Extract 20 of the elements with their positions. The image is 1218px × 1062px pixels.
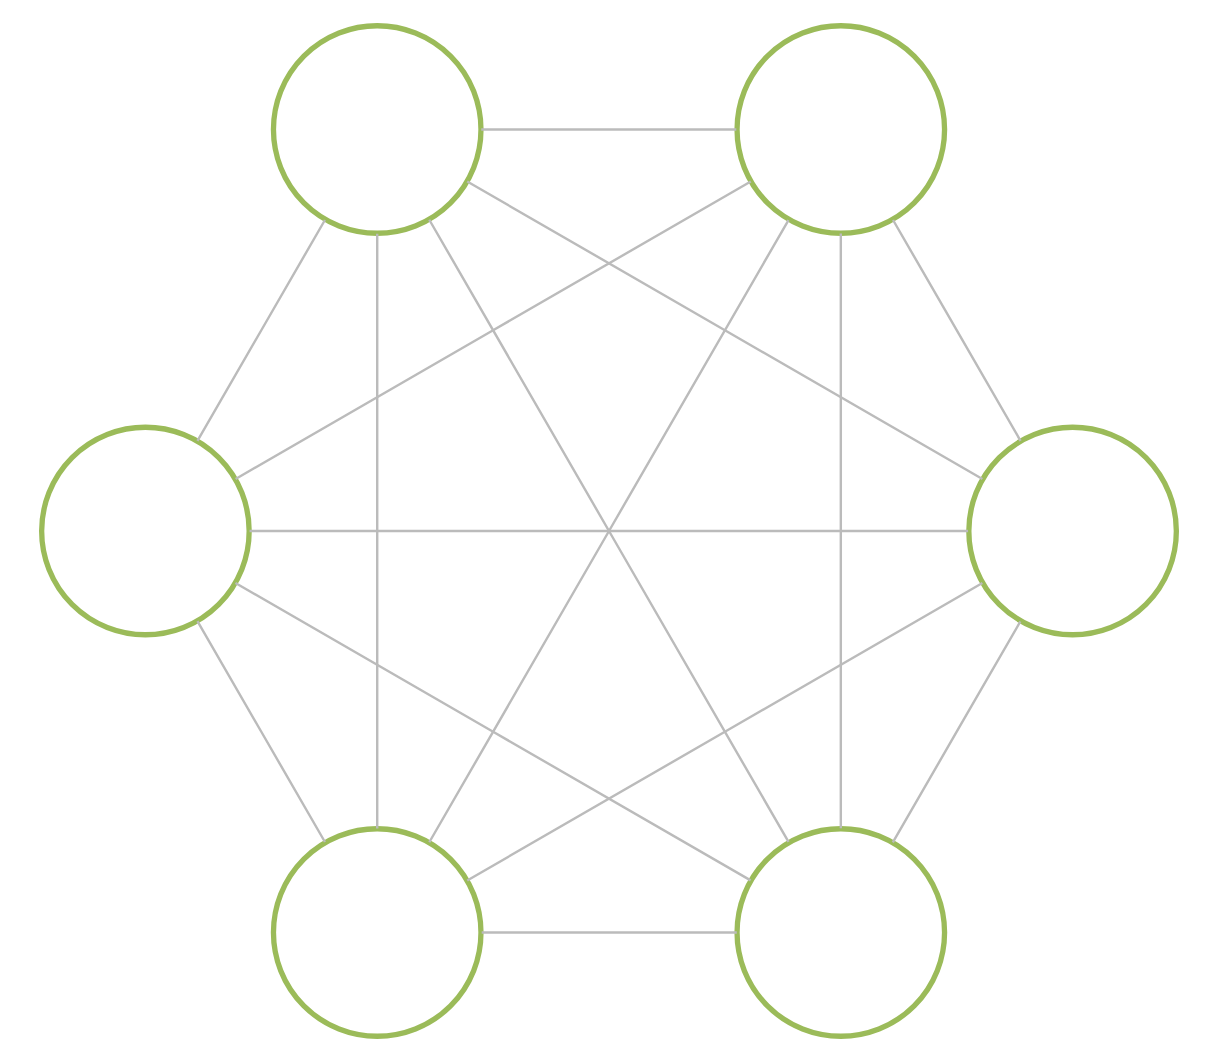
- node-circle: [270, 826, 484, 1039]
- node-circle: [39, 424, 252, 638]
- connector: [376, 233, 379, 829]
- connector: [466, 180, 983, 480]
- connector: [249, 529, 969, 533]
- connector: [234, 581, 752, 882]
- connector: [839, 233, 842, 829]
- node-circle: [270, 23, 484, 236]
- connector: [481, 931, 737, 934]
- node-circle: [734, 23, 948, 236]
- connector: [466, 582, 983, 882]
- connector: [196, 620, 326, 843]
- connector: [481, 128, 737, 131]
- connector: [891, 620, 1022, 843]
- connector: [892, 219, 1022, 442]
- connector: [196, 219, 326, 442]
- node-circle: [734, 826, 948, 1039]
- connector: [235, 180, 752, 480]
- connector: [428, 219, 790, 843]
- node-circle: [966, 424, 1179, 638]
